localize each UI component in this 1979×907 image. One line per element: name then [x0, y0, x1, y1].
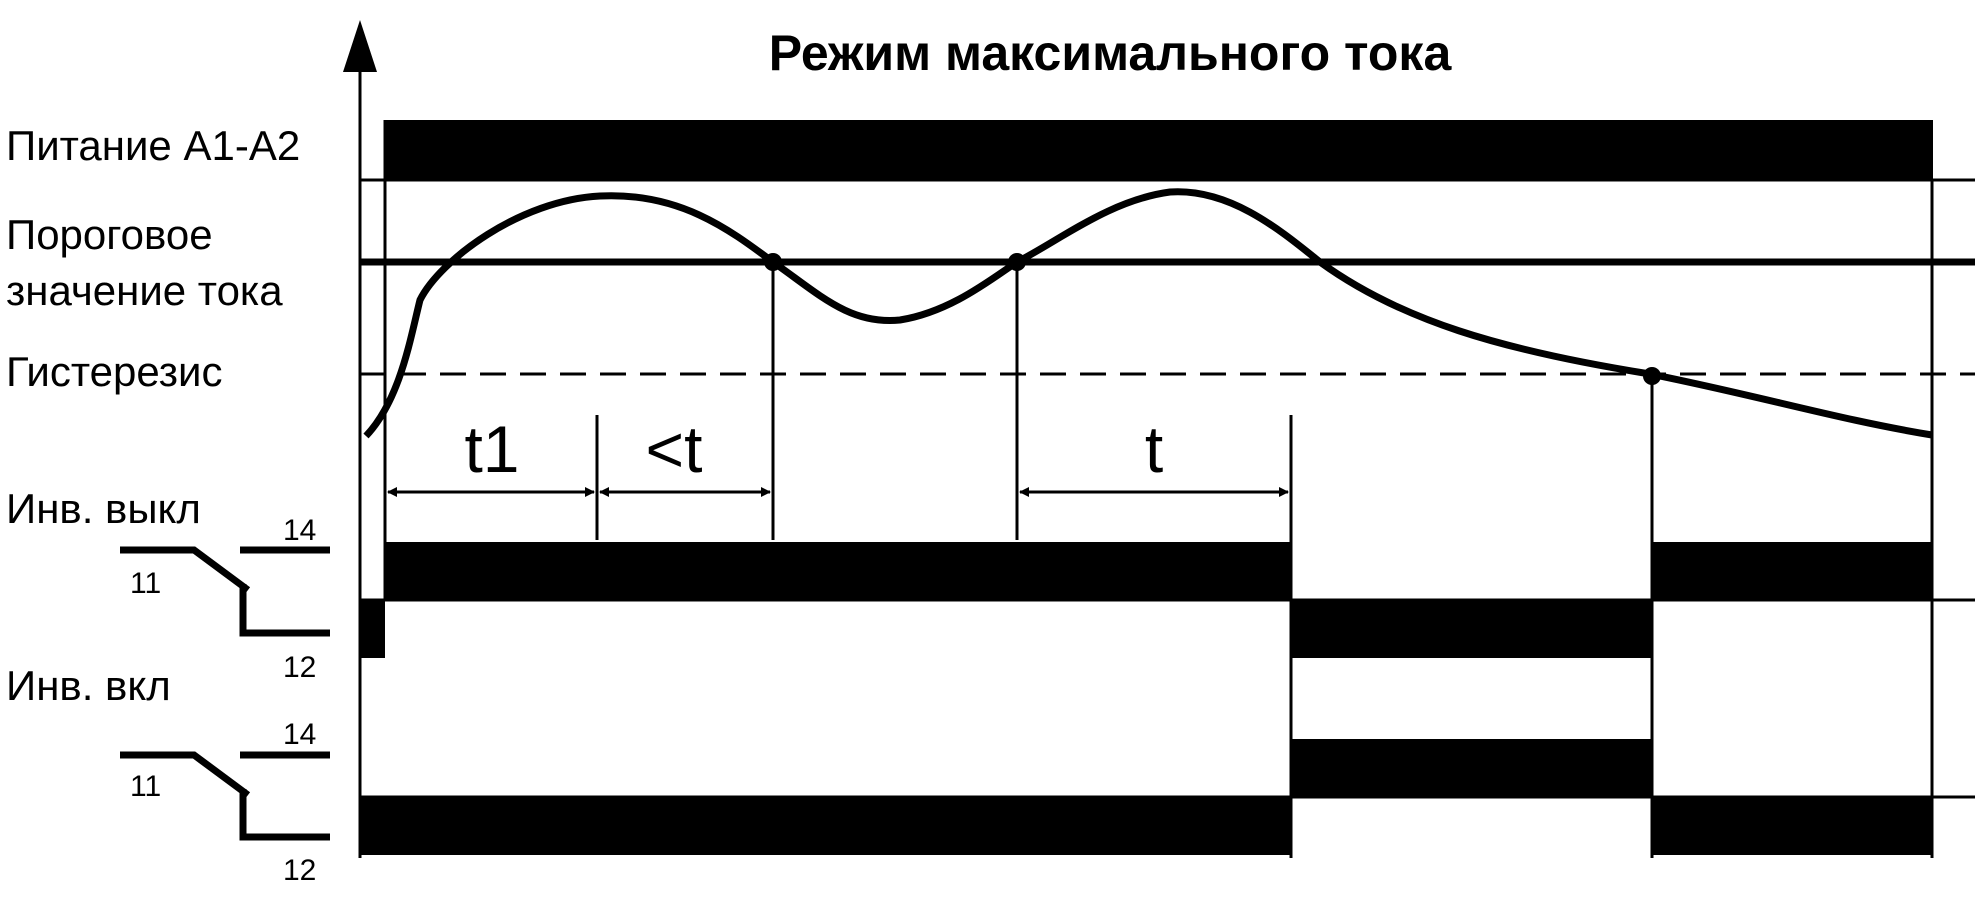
axis-arrow-icon	[343, 20, 377, 72]
interval-t1-label: t1	[464, 412, 519, 486]
inv-on-no-bar-1	[1291, 739, 1652, 797]
threshold-label-line1: Пороговое	[6, 211, 213, 258]
inv-off-nc-bar-start	[360, 600, 385, 658]
interval-t-label: t	[1145, 412, 1163, 486]
inv-on-terminal-11: 11	[130, 770, 161, 803]
diagram-title: Режим максимального тока	[769, 25, 1453, 81]
power-label: Питание А1-А2	[6, 122, 300, 169]
contact-symbol-inv-off: 11 14 12	[120, 514, 330, 684]
threshold-label-line2: значение тока	[6, 267, 283, 314]
inv-off-no-bar-1	[385, 542, 1291, 600]
hysteresis-label: Гистерезис	[6, 348, 222, 395]
inv-on-label: Инв. вкл	[6, 662, 171, 709]
inv-on-nc-bar-2	[1652, 797, 1932, 855]
inv-off-terminal-11: 11	[130, 567, 161, 600]
power-bar	[385, 120, 1933, 180]
inv-off-label: Инв. выкл	[6, 485, 201, 532]
inv-on-terminal-12: 12	[283, 854, 316, 887]
contact-symbol-inv-on: 11 14 12	[120, 718, 330, 887]
inv-off-nc-bar-1	[1291, 600, 1652, 658]
current-curve	[363, 188, 1933, 439]
inv-on-terminal-14: 14	[283, 718, 316, 751]
inv-off-terminal-12: 12	[283, 651, 316, 684]
inv-on-nc-bar-1	[360, 797, 1291, 855]
interval-lt-label: <t	[646, 412, 703, 486]
inv-off-terminal-14: 14	[283, 514, 316, 547]
inv-off-no-bar-2	[1652, 542, 1932, 600]
